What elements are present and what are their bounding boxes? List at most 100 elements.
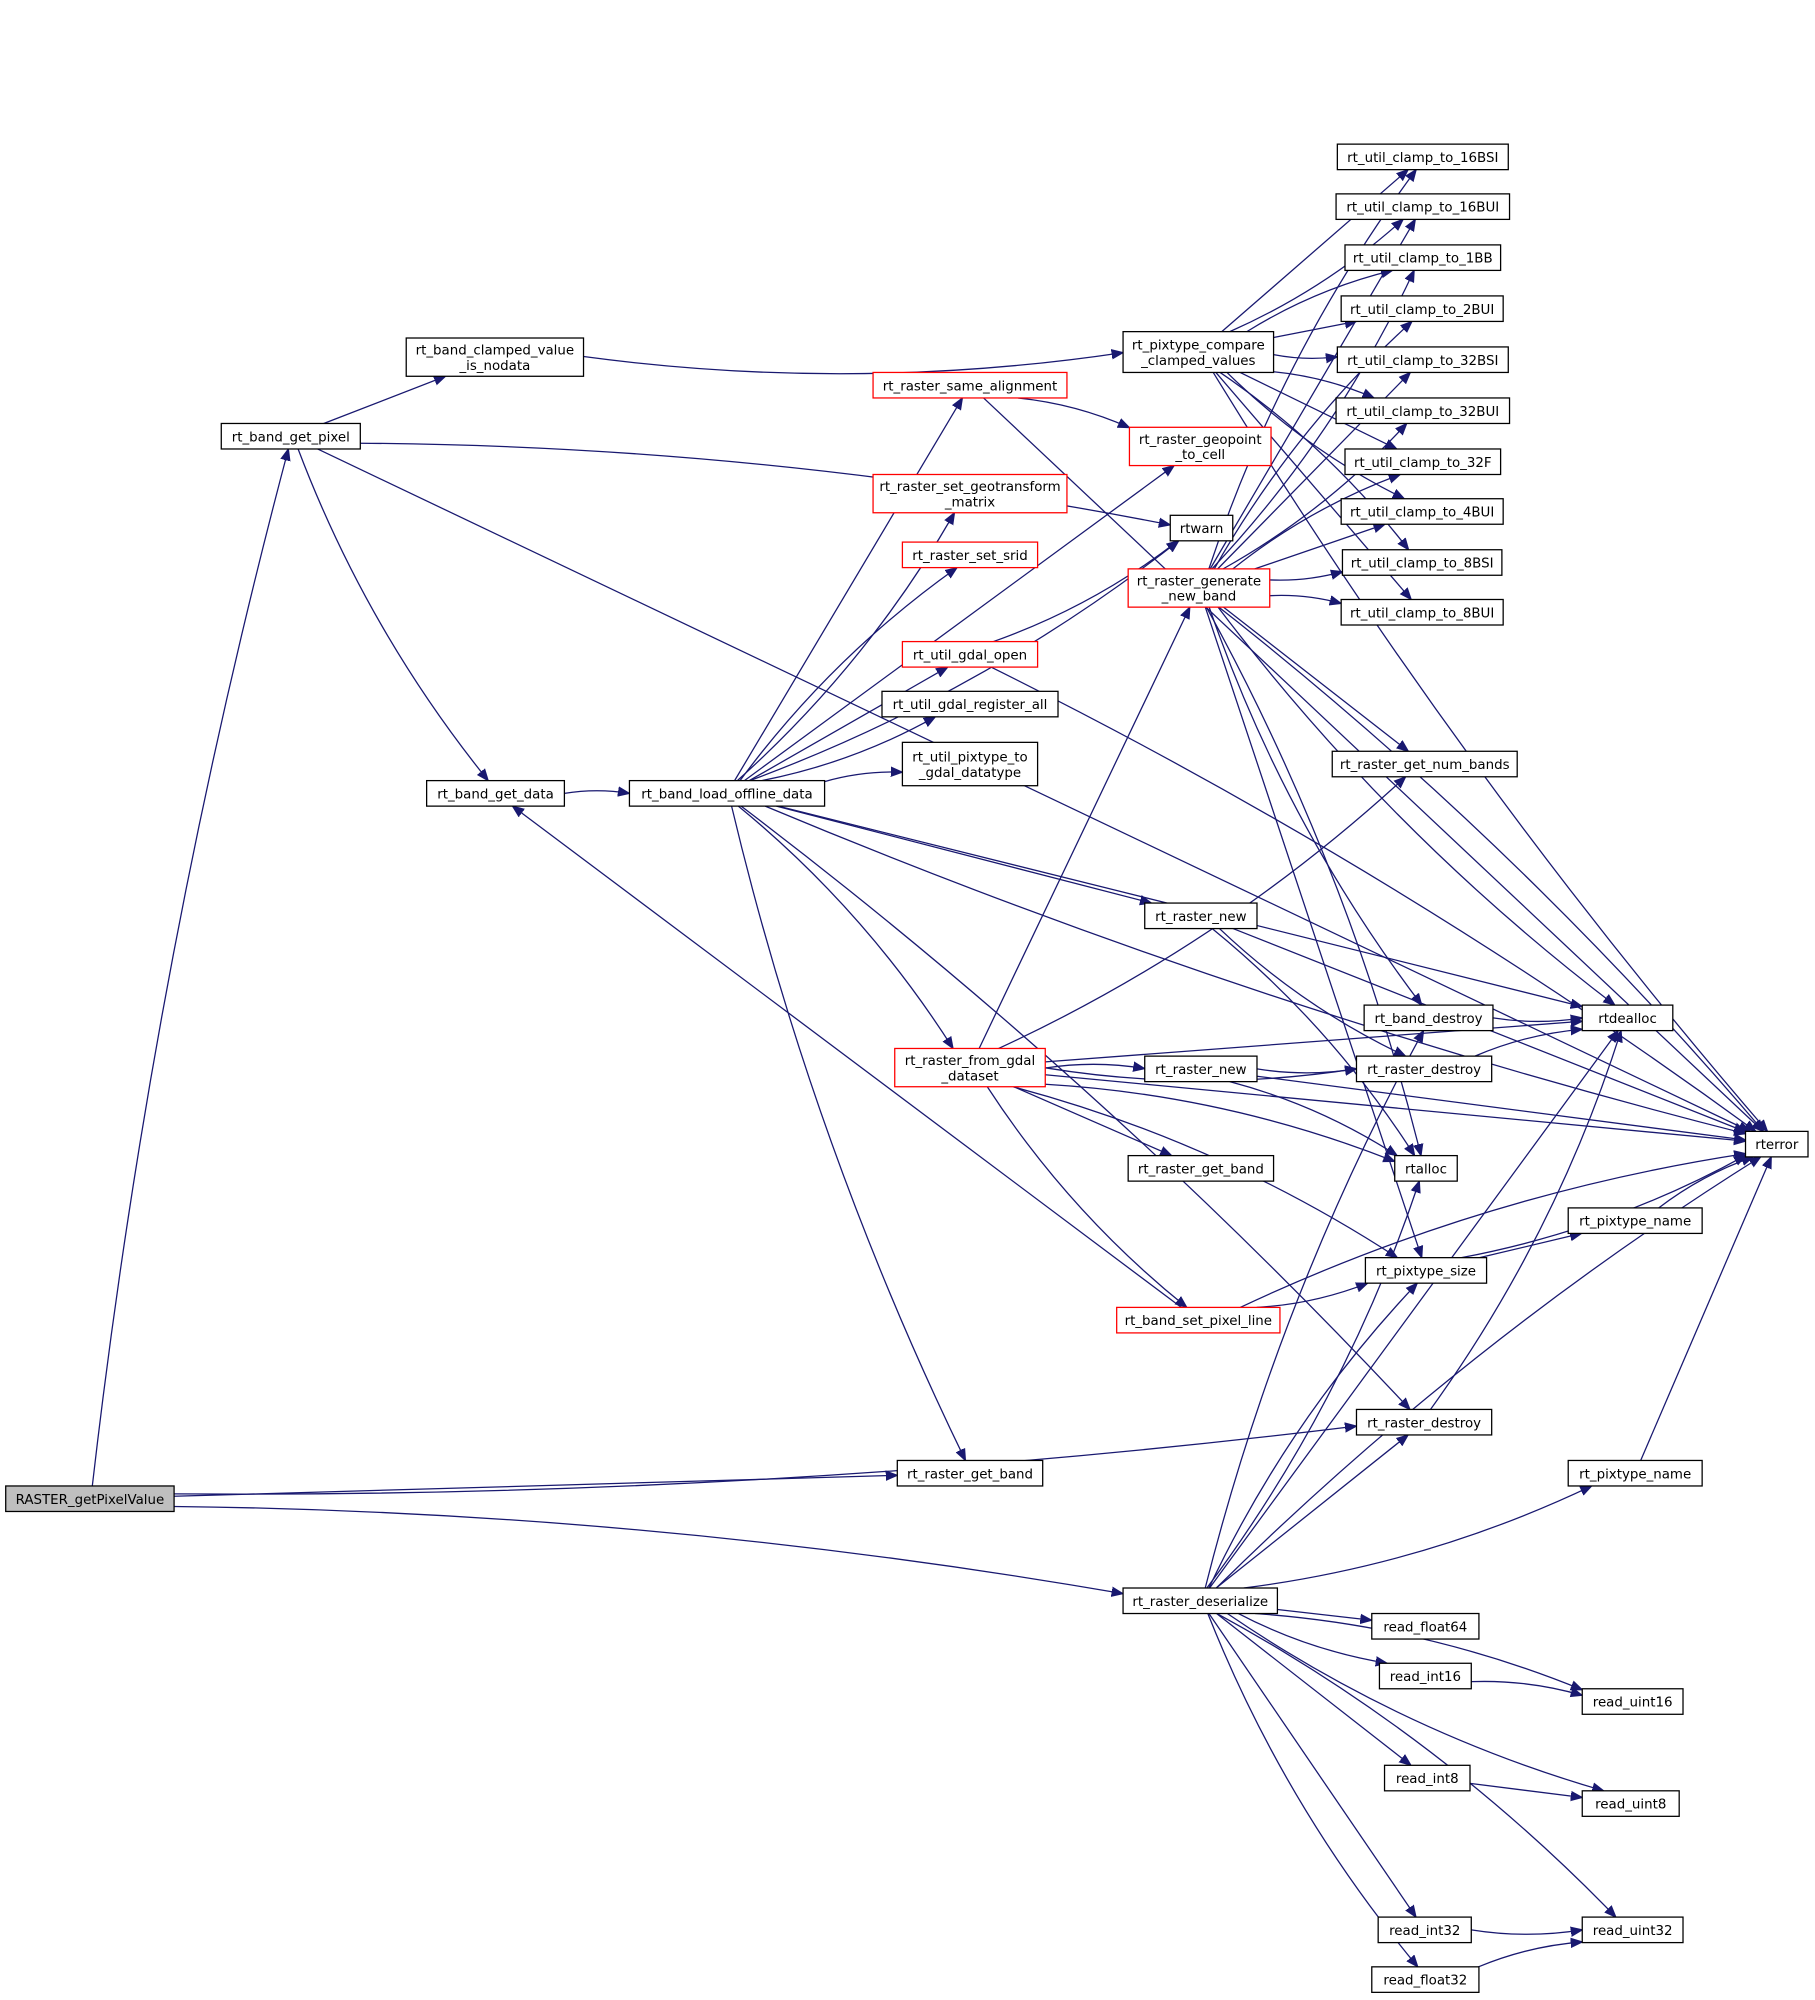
node-band-destroy[interactable]: rt_band_destroy <box>1363 1004 1494 1032</box>
edge-load_offline-to-rtwarn <box>749 541 1179 782</box>
edge-load_offline-to-gdal_register <box>761 717 936 782</box>
edge-raster_destroy_a-to-rtdealloc <box>1474 1029 1582 1057</box>
node-read-int8[interactable]: read_int8 <box>1383 1764 1471 1792</box>
node-box <box>1371 1612 1480 1640</box>
edge-from_gdal-to-rterror <box>1045 1074 1745 1141</box>
node-pixtype-name-a[interactable]: rt_pixtype_name <box>1567 1207 1703 1235</box>
edge-load_offline-to-raster_destroy_b <box>740 805 1410 1409</box>
node-c8bsi[interactable]: rt_util_clamp_to_8BSI <box>1341 549 1503 576</box>
node-geopoint-to-cell[interactable]: rt_raster_geopoint_to_cell <box>1128 426 1272 467</box>
node-raster-get-band-b[interactable]: rt_raster_get_band <box>1127 1154 1275 1182</box>
edge-pixtype_size-to-rterror <box>1461 1155 1745 1259</box>
node-rterror[interactable]: rterror <box>1744 1130 1809 1158</box>
node-label: rt_raster_generate_new_band <box>1137 574 1261 604</box>
edge-deserialize-to-read_uint32 <box>1216 1612 1616 1918</box>
edge-generate_new_band-to-c32bui <box>1222 423 1407 570</box>
edge-read_int32-to-read_uint32 <box>1471 1930 1582 1934</box>
node-box <box>1383 1764 1471 1792</box>
edge-raster_new_a-to-raster_destroy_a <box>1219 928 1405 1057</box>
node-set-srid[interactable]: rt_raster_set_srid <box>901 541 1039 569</box>
node-same-alignment[interactable]: rt_raster_same_alignment <box>872 371 1068 399</box>
node-label: rt_raster_destroy <box>1367 1416 1481 1431</box>
node-pixtype-to-gdal[interactable]: rt_util_pixtype_to_gdal_datatype <box>901 741 1039 787</box>
node-label: rtalloc <box>1405 1162 1447 1177</box>
node-rtwarn[interactable]: rtwarn <box>1169 514 1234 542</box>
node-read-int32[interactable]: read_int32 <box>1377 1916 1472 1944</box>
node-set-pixel-line[interactable]: rt_band_set_pixel_line <box>1116 1306 1281 1334</box>
node-label: rt_util_clamp_to_32F <box>1354 456 1492 471</box>
node-box <box>881 690 1059 718</box>
nodes-layer: RASTER_getPixelValuert_band_get_pixelrt_… <box>5 143 1809 1993</box>
node-gdal-open[interactable]: rt_util_gdal_open <box>901 640 1039 668</box>
node-rtdealloc[interactable]: rtdealloc <box>1581 1004 1674 1032</box>
edge-raster_new_a-to-rtalloc <box>1211 928 1414 1156</box>
edge-from_gdal-to-raster_new_b <box>1045 1064 1144 1068</box>
node-pixtype-size[interactable]: rt_pixtype_size <box>1364 1257 1488 1284</box>
node-read-uint32[interactable]: read_uint32 <box>1581 1916 1684 1944</box>
edge-generate_new_band-to-c32f <box>1232 474 1400 570</box>
node-gdal-register[interactable]: rt_util_gdal_register_all <box>881 690 1059 718</box>
node-label: rt_raster_new <box>1155 910 1246 925</box>
node-raster-new-b[interactable]: rt_raster_new <box>1144 1055 1258 1083</box>
node-box <box>1144 1055 1258 1083</box>
edge-generate_new_band-to-c8bsi <box>1269 572 1343 581</box>
node-box <box>1336 346 1509 374</box>
node-label: read_uint16 <box>1593 1696 1673 1711</box>
node-label: read_float64 <box>1383 1620 1467 1635</box>
node-box <box>1581 1916 1684 1944</box>
node-box <box>896 1459 1044 1487</box>
node-clamped-nodata[interactable]: rt_band_clamped_value_is_nodata <box>405 337 585 377</box>
node-pixtype-name-b[interactable]: rt_pixtype_name <box>1567 1459 1703 1487</box>
edge-load_offline-to-geopoint_to_cell <box>744 466 1174 782</box>
node-read-float64[interactable]: read_float64 <box>1371 1612 1480 1640</box>
node-band-get-data[interactable]: rt_band_get_data <box>425 779 566 807</box>
node-raster-destroy-a[interactable]: rt_raster_destroy <box>1355 1055 1493 1083</box>
edge-pixtype_compare-to-c2bui <box>1273 321 1357 339</box>
node-deserialize[interactable]: rt_raster_deserialize <box>1122 1587 1279 1615</box>
node-read-float32[interactable]: read_float32 <box>1371 1966 1480 1993</box>
node-raster-new-a[interactable]: rt_raster_new <box>1144 902 1258 930</box>
node-box <box>894 1047 1046 1088</box>
node-read-uint8[interactable]: read_uint8 <box>1581 1790 1680 1817</box>
node-box <box>1363 1004 1494 1032</box>
edge-pixtype_compare-to-c16bui <box>1229 219 1403 333</box>
node-load-offline[interactable]: rt_band_load_offline_data <box>628 779 826 807</box>
node-box <box>1567 1459 1703 1487</box>
edge-root-to-raster_destroy_b <box>174 1426 1356 1495</box>
node-band-get-pixel[interactable]: rt_band_get_pixel <box>220 422 361 450</box>
node-c1bb[interactable]: rt_util_clamp_to_1BB <box>1344 244 1502 272</box>
node-c4bui[interactable]: rt_util_clamp_to_4BUI <box>1340 498 1504 525</box>
node-c16bui[interactable]: rt_util_clamp_to_16BUI <box>1335 193 1511 221</box>
node-box <box>1378 1662 1472 1690</box>
node-label: rt_util_clamp_to_1BB <box>1353 252 1493 267</box>
node-box <box>1336 143 1509 171</box>
node-label: rt_util_clamp_to_2BUI <box>1350 303 1494 318</box>
node-c16bsi[interactable]: rt_util_clamp_to_16BSI <box>1336 143 1509 171</box>
node-set-geotransform[interactable]: rt_raster_set_geotransform_matrix <box>872 473 1068 514</box>
edge-gdal_open-to-rterror <box>990 666 1756 1131</box>
node-label: rt_pixtype_compare_clamped_values <box>1132 338 1265 368</box>
node-label: rt_util_clamp_to_8BUI <box>1350 606 1494 621</box>
edge-band_get_pixel-to-band_get_data <box>297 448 488 781</box>
edge-band_get_data-to-load_offline <box>564 791 629 794</box>
edge-read_float32-to-read_uint32 <box>1478 1942 1583 1968</box>
node-c32f[interactable]: rt_util_clamp_to_32F <box>1344 448 1502 476</box>
node-raster-destroy-b[interactable]: rt_raster_destroy <box>1355 1408 1493 1436</box>
node-read-int16[interactable]: read_int16 <box>1378 1662 1472 1690</box>
node-c32bsi[interactable]: rt_util_clamp_to_32BSI <box>1336 346 1509 374</box>
edge-load_offline-to-raster_get_band_a <box>730 805 966 1460</box>
node-label: rt_raster_new <box>1155 1063 1246 1078</box>
node-c32bui[interactable]: rt_util_clamp_to_32BUI <box>1335 397 1511 425</box>
node-c8bui[interactable]: rt_util_clamp_to_8BUI <box>1340 598 1504 626</box>
node-raster-get-band-a[interactable]: rt_raster_get_band <box>896 1459 1044 1487</box>
node-read-uint16[interactable]: read_uint16 <box>1581 1688 1684 1715</box>
node-generate-new-band[interactable]: rt_raster_generate_new_band <box>1127 568 1271 608</box>
node-rtalloc[interactable]: rtalloc <box>1394 1154 1458 1182</box>
edge-band_destroy-to-rtdealloc <box>1492 1018 1582 1022</box>
node-from-gdal[interactable]: rt_raster_from_gdal_dataset <box>894 1047 1046 1088</box>
edge-root-to-raster_get_band_a <box>174 1475 897 1497</box>
edge-deserialize-to-read_uint8 <box>1226 1612 1603 1791</box>
node-pixtype-compare[interactable]: rt_pixtype_compare_clamped_values <box>1122 330 1275 374</box>
node-c2bui[interactable]: rt_util_clamp_to_2BUI <box>1340 295 1504 323</box>
node-num-bands[interactable]: rt_raster_get_num_bands <box>1331 750 1518 778</box>
